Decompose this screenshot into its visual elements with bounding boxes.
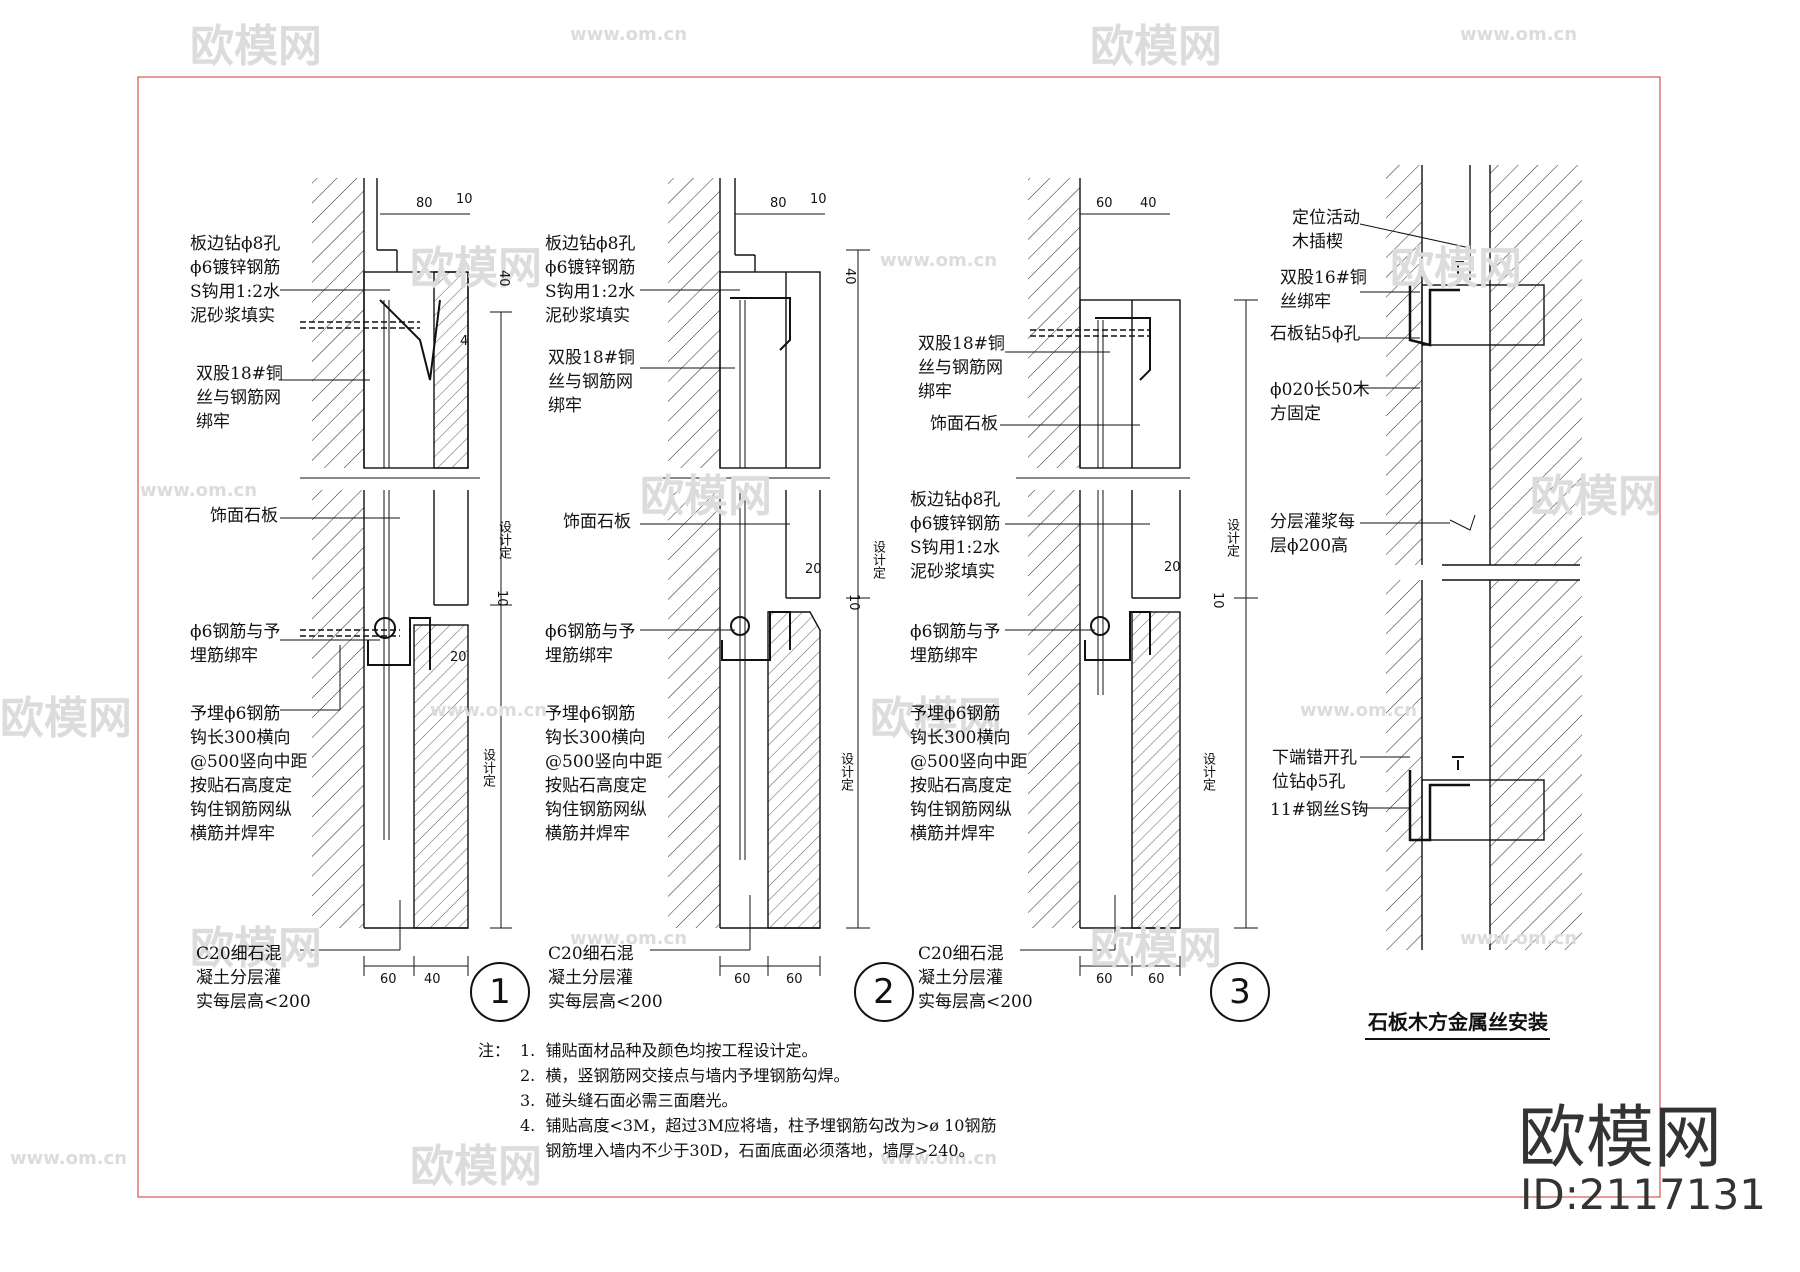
d3-dim-60b: 60 xyxy=(1148,972,1165,987)
note-item-1: 1. 铺贴面材品种及颜色均按工程设计定。 xyxy=(520,1041,818,1060)
install-label-copper: 双股16#铜 丝绑牢 xyxy=(1280,268,1367,312)
install-label-shook: 11#钢丝S钩 xyxy=(1270,800,1369,820)
detail-1-dimensions xyxy=(363,213,512,976)
d2-label-embed: 予埋ϕ6钢筋 钩长300横向 @500竖向中距 按贴石高度定 钩住钢筋网纵 横筋… xyxy=(545,704,663,844)
brand-id: ID:2117131 xyxy=(1520,1170,1766,1219)
d3-dim-lower: 设计定 xyxy=(1200,752,1215,791)
d2-label-drill: 板边钻ϕ8孔 ϕ6镀锌钢筋 S钩用1:2水 泥砂浆填实 xyxy=(545,234,636,326)
d3-dim-40: 40 xyxy=(1140,196,1157,211)
d1-dim-4: 4 xyxy=(460,334,469,349)
d3-label-wire: 双股18#铜 丝与钢筋网 绑牢 xyxy=(918,334,1005,402)
install-section xyxy=(1386,165,1582,950)
d1-label-stone: 饰面石板 xyxy=(210,506,278,526)
detail-3-number: 3 xyxy=(1210,962,1270,1022)
detail-2-number: 2 xyxy=(854,962,914,1022)
d2-label-concrete: C20细石混 凝土分层灌 实每层高<200 xyxy=(548,944,663,1012)
d1-label-concrete: C20细石混 凝土分层灌 实每层高<200 xyxy=(196,944,311,1012)
d3-dim-10: 10 xyxy=(1210,592,1225,609)
install-label-hole: 石板钻5ϕ孔 xyxy=(1270,324,1361,344)
detail-3-leaders xyxy=(1000,351,1150,951)
d2-label-stone: 饰面石板 xyxy=(563,512,631,532)
note-item-2: 2. 横，竖钢筋网交接点与墙内予埋钢筋勾焊。 xyxy=(520,1066,850,1085)
detail-2-leaders xyxy=(640,289,790,951)
install-label-grout: 分层灌浆每 层ϕ200高 xyxy=(1270,512,1355,556)
install-label-offset: 下端错开孔 位钻ϕ5孔 xyxy=(1272,748,1357,792)
note-item-3: 3. 碰头缝石面必需三面磨光。 xyxy=(520,1091,738,1110)
install-label-wedge: 定位活动 木插楔 xyxy=(1292,208,1360,252)
d1-dim-lower: 设计定 xyxy=(480,748,495,787)
d2-dim-10: 10 xyxy=(846,594,861,611)
d2-dim-20: 20 xyxy=(805,562,822,577)
d3-label-stone: 饰面石板 xyxy=(930,414,998,434)
d1-dim-40: 40 xyxy=(496,270,511,287)
brand-logo-text: 欧模网 xyxy=(1518,1099,1723,1178)
detail-1-leaders xyxy=(280,289,401,951)
install-label-wood: ϕ020长50木 方固定 xyxy=(1270,380,1370,424)
d2-dim-80: 80 xyxy=(770,196,787,211)
d2-label-rebar-tie: ϕ6钢筋与予 埋筋绑牢 xyxy=(545,622,636,666)
d1-label-wire: 双股18#铜 丝与钢筋网 绑牢 xyxy=(196,364,283,432)
d2-dim-lower: 设计定 xyxy=(838,752,853,791)
install-title: 石板木方金属丝安装 xyxy=(1368,1010,1548,1034)
d3-label-embed: 予埋ϕ6钢筋 钩长300横向 @500竖向中距 按贴石高度定 钩住钢筋网纵 横筋… xyxy=(910,704,1028,844)
detail-2-section xyxy=(656,178,830,929)
d2-dim-60a: 60 xyxy=(734,972,751,987)
d2-dim-60b: 60 xyxy=(786,972,803,987)
d3-label-concrete: C20细石混 凝土分层灌 实每层高<200 xyxy=(918,944,1033,1012)
detail-3-dimensions xyxy=(1079,213,1258,976)
detail-2-dimensions xyxy=(719,213,870,976)
d1-dim-10: 10 xyxy=(456,192,473,207)
detail-1-section xyxy=(300,178,480,929)
d1-dim-60: 60 xyxy=(380,972,397,987)
d3-dim-60a: 60 xyxy=(1096,972,1113,987)
d1-label-embed: 予埋ϕ6钢筋 钩长300横向 @500竖向中距 按贴石高度定 钩住钢筋网纵 横筋… xyxy=(190,704,308,844)
drawing-frame xyxy=(137,76,1661,1198)
d1-dim-20: 20 xyxy=(450,650,467,665)
d3-dim-20: 20 xyxy=(1164,560,1181,575)
d3-dim-upper: 设计定 xyxy=(1224,518,1239,557)
d1-dim-upper: 设计定 xyxy=(496,520,511,559)
notes-prefix: 注： xyxy=(478,1041,511,1060)
d1-dim-80: 80 xyxy=(416,196,433,211)
d3-dim-60: 60 xyxy=(1096,196,1113,211)
d3-label-drill: 板边钻ϕ8孔 ϕ6镀锌钢筋 S钩用1:2水 泥砂浆填实 xyxy=(910,490,1001,582)
d1-label-drill: 板边钻ϕ8孔 ϕ6镀锌钢筋 S钩用1:2水 泥砂浆填实 xyxy=(190,234,281,326)
d1-label-rebar-tie: ϕ6钢筋与予 埋筋绑牢 xyxy=(190,622,281,666)
d2-dim-10: 10 xyxy=(810,192,827,207)
detail-1-number: 1 xyxy=(470,962,530,1022)
d3-label-rebar-tie: ϕ6钢筋与予 埋筋绑牢 xyxy=(910,622,1001,666)
install-leaders xyxy=(1359,223,1550,1040)
detail-3-section xyxy=(1016,178,1190,929)
note-item-4: 4. 铺贴高度<3M，超过3M应将墙，柱予埋钢筋勾改为>ø 10钢筋 钢筋埋入墙… xyxy=(520,1116,997,1160)
d2-dim-upper: 设计定 xyxy=(870,540,885,579)
d2-label-wire: 双股18#铜 丝与钢筋网 绑牢 xyxy=(548,348,635,416)
d1-dim-40b: 40 xyxy=(424,972,441,987)
d2-dim-40: 40 xyxy=(842,268,857,285)
d1-dim-10b: 10 xyxy=(494,590,509,607)
